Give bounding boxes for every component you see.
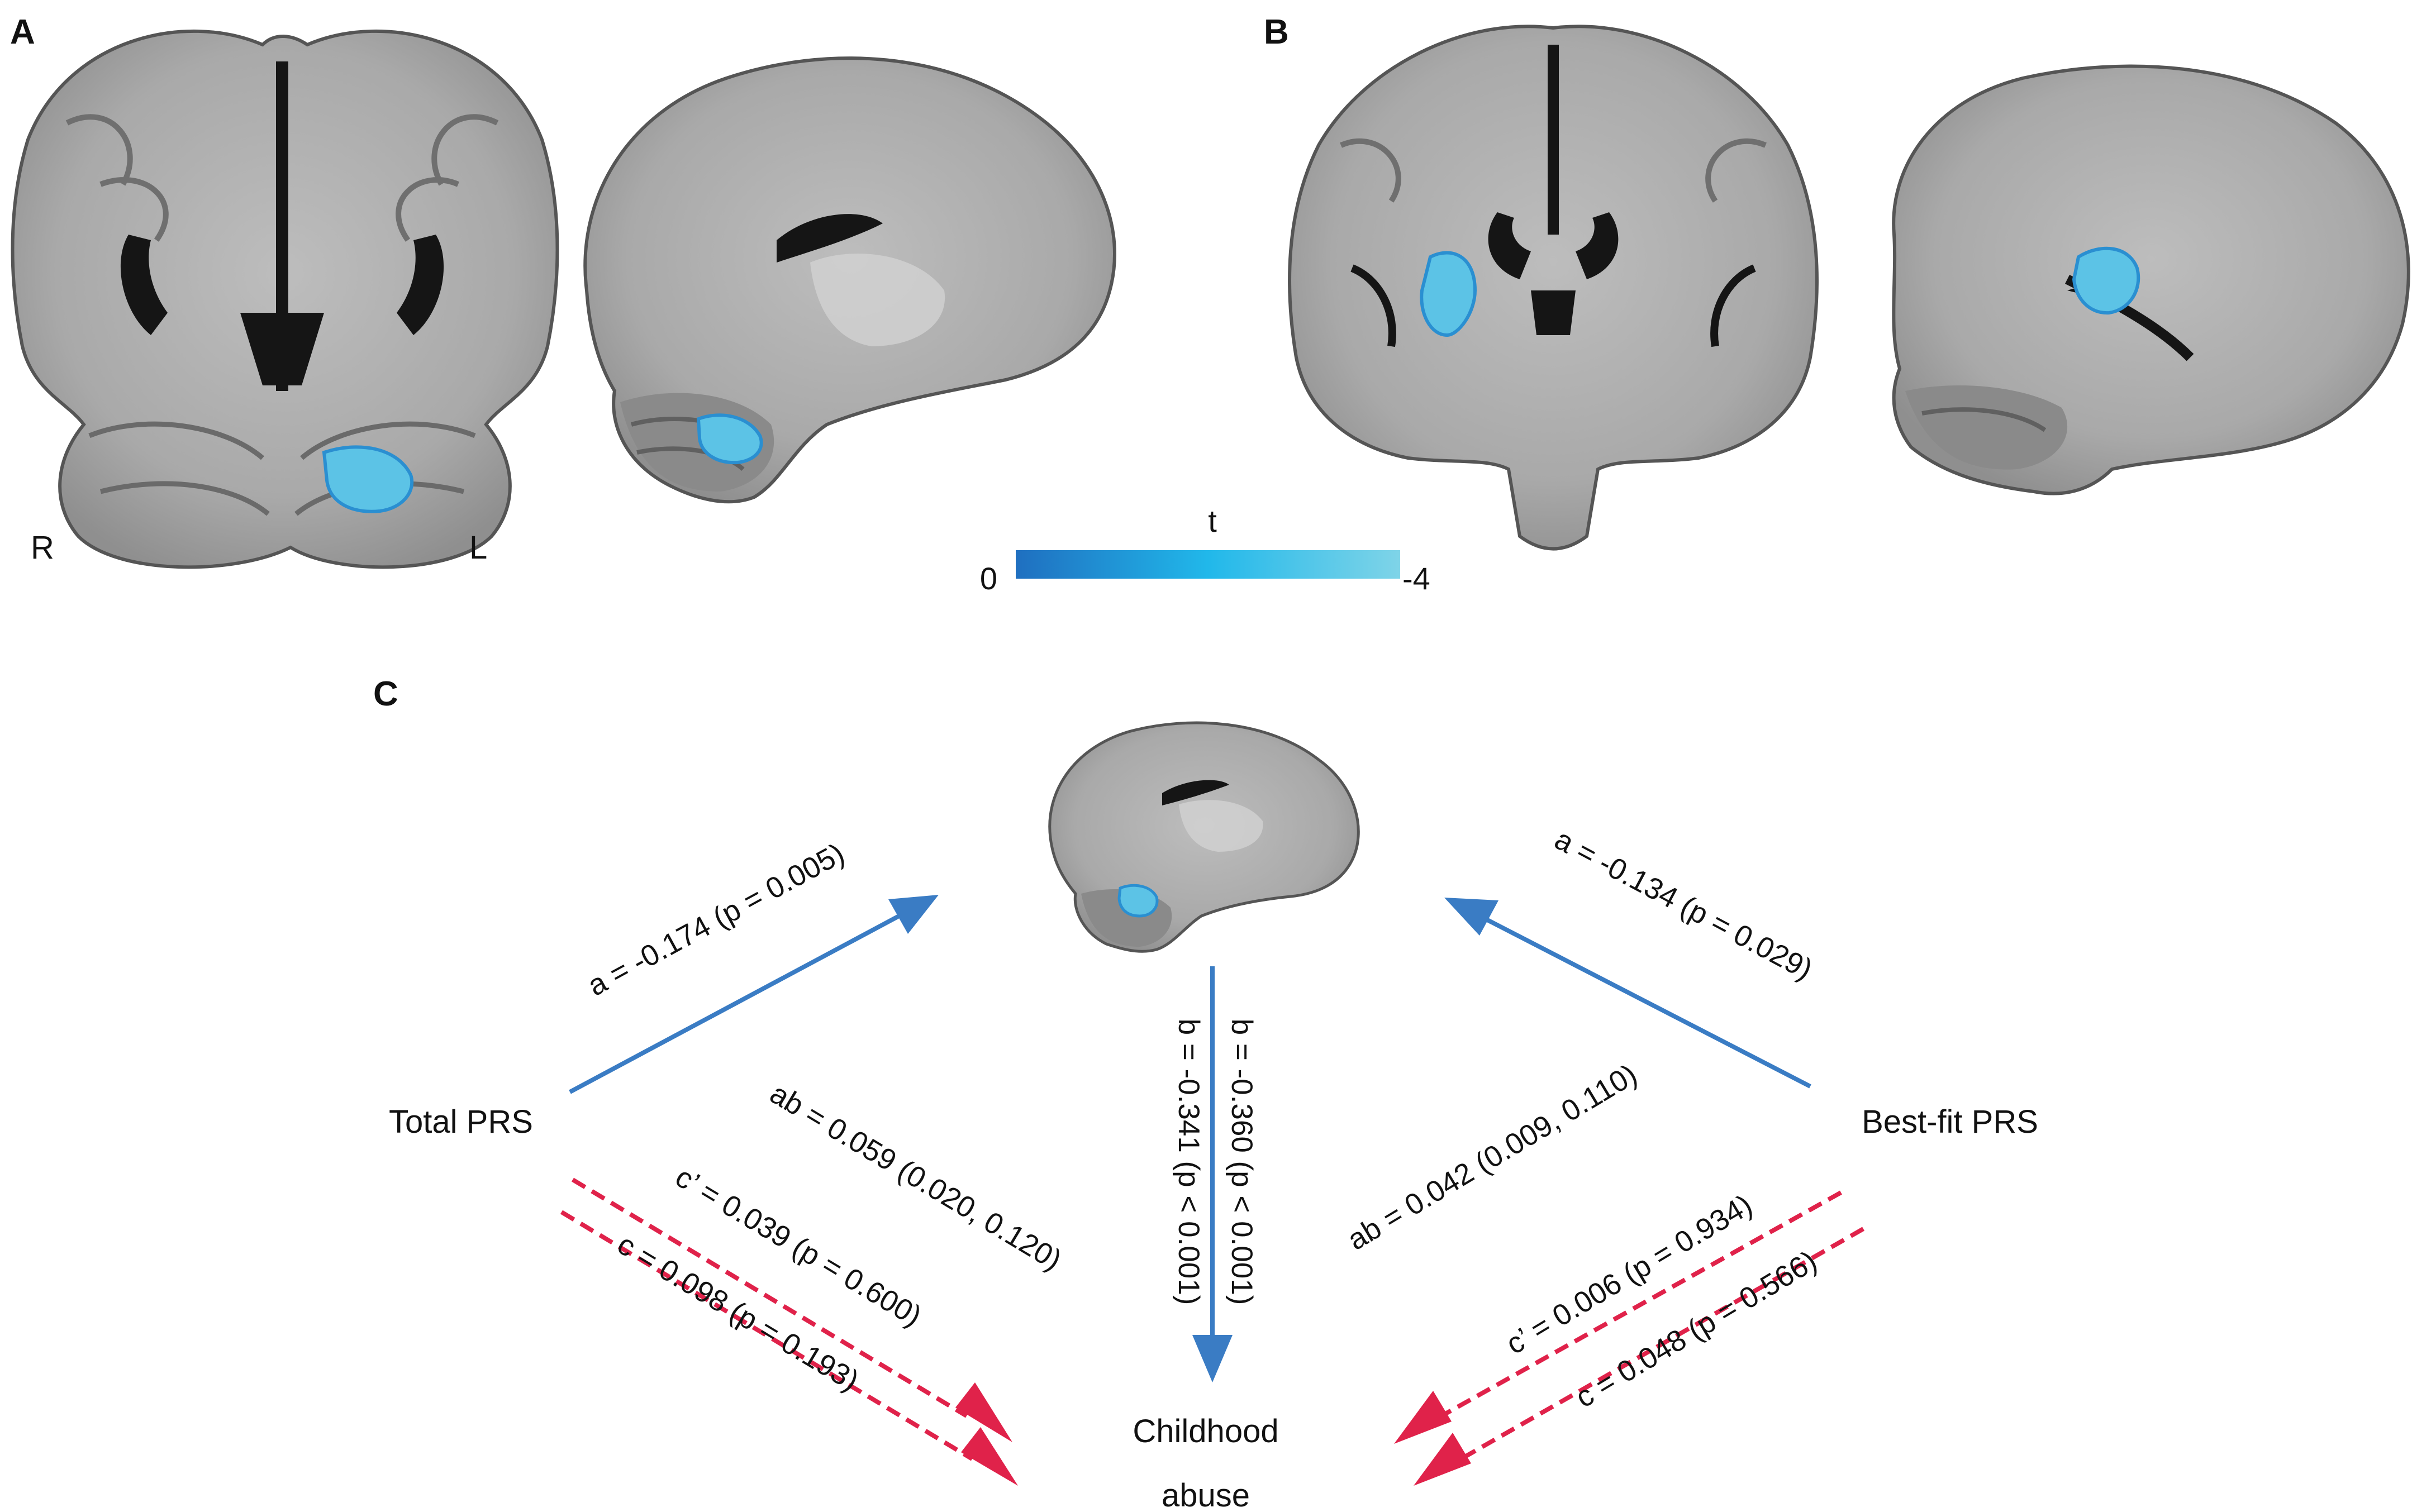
arrow-right-c-prime xyxy=(1440,1190,1842,1418)
cluster-a-sagittal xyxy=(696,413,763,465)
orientation-right: R xyxy=(31,530,54,566)
brain-coronal-b xyxy=(1288,25,1819,551)
arrow-left-a-head xyxy=(888,895,939,934)
node-childhood-abuse-line2: abuse xyxy=(1162,1477,1250,1512)
orientation-left: L xyxy=(469,530,487,566)
arrow-left-c-head xyxy=(961,1427,1018,1486)
brain-sagittal-b xyxy=(1892,64,2410,495)
arrow-right-c xyxy=(1460,1227,1864,1461)
brain-coronal-a xyxy=(11,29,559,569)
node-total-prs: Total PRS xyxy=(389,1104,533,1140)
brain-sagittal-a xyxy=(583,56,1116,504)
colorbar-title: t xyxy=(1208,503,1217,538)
panel-label-c: C xyxy=(373,675,398,713)
panel-label-b: B xyxy=(1264,13,1289,51)
arrow-right-c-prime-head xyxy=(1394,1391,1452,1444)
label-right-c-prime: c’ = 0.006 (p = 0.934) xyxy=(1501,1188,1758,1361)
arrow-center-b-head xyxy=(1192,1335,1233,1382)
arrow-left-c-prime xyxy=(571,1177,968,1418)
label-left-a: a = -0.174 (p = 0.005) xyxy=(582,837,850,1002)
label-right-a: a = -0.134 (p = 0.029) xyxy=(1549,823,1818,986)
arrow-left-a xyxy=(569,897,931,1094)
panel-label-a: A xyxy=(10,13,35,51)
node-best-fit-prs: Best-fit PRS xyxy=(1862,1104,2038,1140)
colorbar-min-label: 0 xyxy=(980,561,997,596)
cluster-mediator xyxy=(1117,884,1159,918)
cluster-a-coronal xyxy=(322,445,414,513)
label-center-b-left: b = -0.341 (p < 0.001) xyxy=(1172,1019,1205,1305)
arrow-right-a-head xyxy=(1444,898,1498,936)
cluster-b-coronal xyxy=(1420,251,1477,337)
cluster-b-sagittal xyxy=(2072,246,2140,315)
label-right-ab: ab = 0.042 (0.009, 0.110) xyxy=(1342,1058,1643,1257)
arrow-left-c-prime-head xyxy=(955,1382,1012,1442)
colorbar xyxy=(1016,550,1400,579)
arrow-right-a xyxy=(1452,900,1811,1089)
arrow-right-c-head xyxy=(1414,1433,1471,1486)
label-center-b-right: b = -0.360 (p < 0.001) xyxy=(1225,1019,1258,1305)
arrow-left-c xyxy=(560,1210,974,1461)
colorbar-max-label: -4 xyxy=(1402,561,1430,596)
mediator-brain xyxy=(1048,721,1360,953)
node-childhood-abuse-line1: Childhood xyxy=(1133,1413,1278,1449)
